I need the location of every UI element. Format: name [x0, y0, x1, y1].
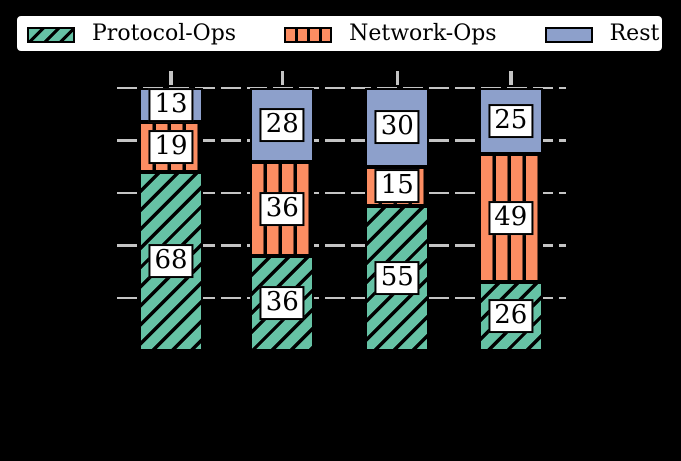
bar3-value-label-network-ops: 15: [374, 169, 420, 204]
top-tick-bar3: [395, 70, 400, 85]
bar2-value-label-rest: 28: [259, 107, 305, 142]
bar4-value-label-rest: 25: [488, 103, 534, 138]
gridline-40: [116, 244, 566, 247]
gridline-80: [116, 139, 566, 142]
rest-swatch-icon: [544, 27, 593, 43]
legend-label-rest: Rest: [609, 20, 660, 46]
legend-label-protocol-ops: Protocol-Ops: [92, 20, 237, 46]
gridline-20: [116, 296, 566, 300]
top-tick-bar2: [280, 70, 285, 85]
network-ops-swatch-icon: [284, 27, 333, 43]
legend: Protocol-Ops Network-Ops Rest: [15, 14, 664, 53]
bar2-value-label-protocol-ops: 36: [259, 286, 305, 321]
legend-label-network-ops: Network-Ops: [349, 20, 497, 46]
legend-item-protocol-ops: Protocol-Ops: [27, 20, 237, 46]
bar3-value-label-protocol-ops: 55: [374, 261, 420, 296]
protocol-ops-swatch-icon: [27, 27, 75, 43]
bar4-value-label-protocol-ops: 26: [488, 299, 534, 334]
gridline-100: [116, 86, 566, 90]
bar1-value-label-rest: 13: [148, 88, 194, 123]
top-tick-bar4: [509, 70, 513, 85]
legend-item-network-ops: Network-Ops: [284, 20, 497, 46]
bar4-value-label-network-ops: 49: [488, 200, 534, 235]
bar1-value-label-network-ops: 19: [148, 130, 194, 165]
top-tick-bar1: [169, 70, 173, 85]
gridline-60: [116, 191, 566, 195]
bar1-value-label-protocol-ops: 68: [148, 244, 194, 279]
bar3-value-label-rest: 30: [374, 110, 420, 145]
bar2-value-label-network-ops: 36: [259, 191, 305, 226]
legend-item-rest: Rest: [544, 20, 660, 46]
